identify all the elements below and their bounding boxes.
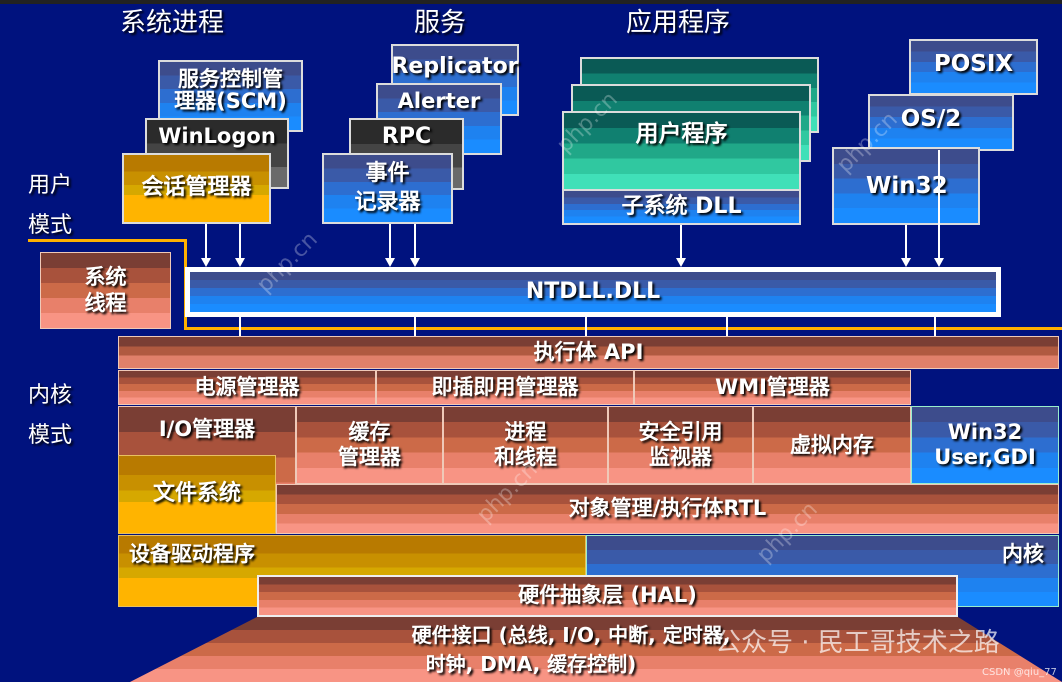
win32-subsystem-label: Win32 bbox=[866, 173, 948, 199]
ntdll-box: NTDLL.DLL bbox=[190, 272, 996, 312]
os2-box: OS/2 bbox=[868, 94, 1014, 151]
win32-user-gdi-line1: Win32 bbox=[947, 419, 1023, 444]
cache-manager-line1: 缓存 bbox=[348, 419, 391, 444]
connector bbox=[680, 225, 682, 260]
device-drivers-label: 设备驱动程序 bbox=[129, 542, 255, 566]
header-system-processes: 系统进程 bbox=[120, 8, 225, 38]
win32-subsystem-box: Win32 bbox=[832, 147, 980, 225]
mode-boundary-line bbox=[184, 327, 1062, 330]
object-manager-box: 对象管理/执行体RTL bbox=[276, 484, 1059, 534]
cache-manager-box: 缓存管理器 bbox=[296, 406, 443, 484]
virtual-memory-label: 虚拟内存 bbox=[790, 433, 874, 457]
top-bar bbox=[0, 0, 1062, 4]
arrow-down-icon bbox=[235, 258, 245, 267]
kernel-mode-line2: 模式 bbox=[28, 423, 73, 448]
connector bbox=[905, 225, 907, 260]
security-monitor-box: 安全引用监视器 bbox=[608, 406, 753, 484]
wmi-manager-label: WMI管理器 bbox=[715, 374, 830, 399]
user-mode-line1: 用户 bbox=[28, 173, 73, 198]
alerter-label: Alerter bbox=[397, 89, 481, 113]
subsystem-dll-label: 子系统 DLL bbox=[621, 193, 742, 219]
connector bbox=[414, 224, 416, 260]
scm-line2: 理器(SCM) bbox=[174, 89, 287, 114]
executive-api-box: 执行体 API bbox=[118, 336, 1059, 369]
arrow-down-icon bbox=[901, 258, 911, 267]
connector bbox=[934, 317, 936, 352]
rpc-label: RPC bbox=[381, 124, 432, 149]
mode-boundary-line bbox=[28, 239, 186, 242]
header-applications: 应用程序 bbox=[626, 8, 731, 38]
cache-manager-line2: 管理器 bbox=[338, 445, 401, 469]
arrow-down-icon bbox=[385, 258, 395, 267]
connector bbox=[414, 317, 416, 352]
power-manager-box: 电源管理器 bbox=[118, 370, 376, 405]
hal-box: 硬件抽象层 (HAL) bbox=[257, 575, 958, 617]
win32-user-gdi-line2: User,GDI bbox=[934, 445, 1036, 469]
ntdll-frame: NTDLL.DLL bbox=[185, 267, 1001, 317]
user-program-label: 用户程序 bbox=[635, 121, 728, 147]
pnp-manager-box: 即插即用管理器 bbox=[376, 370, 634, 405]
arrow-down-icon bbox=[410, 258, 420, 267]
os2-label: OS/2 bbox=[900, 106, 962, 132]
arrow-down-icon bbox=[934, 258, 944, 267]
connector bbox=[389, 224, 391, 260]
user-program-box: 用户程序 bbox=[562, 111, 801, 191]
hardware-interface-line2: 时钟, DMA, 缓存控制) bbox=[425, 652, 637, 676]
wmi-manager-box: WMI管理器 bbox=[634, 370, 911, 405]
virtual-memory-box: 虚拟内存 bbox=[753, 406, 911, 484]
process-thread-line1: 进程 bbox=[504, 419, 547, 444]
connector bbox=[239, 224, 241, 260]
session-manager-label: 会话管理器 bbox=[141, 175, 252, 201]
subsystem-dll-box: 子系统 DLL bbox=[562, 189, 801, 225]
scm-line1: 服务控制管 bbox=[177, 67, 283, 91]
hardware-interface-text: 硬件接口 (总线, I/O, 中断, 定时器, 时钟, DMA, 缓存控制) bbox=[0, 621, 1062, 679]
power-manager-label: 电源管理器 bbox=[194, 374, 300, 399]
system-threads-line2: 线程 bbox=[84, 290, 127, 315]
hardware-interface-line1: 硬件接口 (总线, I/O, 中断, 定时器, bbox=[411, 623, 731, 647]
arrow-down-icon bbox=[676, 258, 686, 267]
ntdll-label: NTDLL.DLL bbox=[525, 278, 661, 304]
system-threads-box: 系统线程 bbox=[40, 252, 171, 329]
object-manager-label: 对象管理/执行体RTL bbox=[568, 496, 767, 521]
hardware-interface-shape bbox=[130, 617, 1062, 682]
file-system-box: 文件系统 bbox=[118, 455, 276, 534]
user-mode-label: 用户 模式 bbox=[28, 166, 72, 246]
user-mode-line2: 模式 bbox=[28, 213, 73, 238]
event-logger-line2: 记录器 bbox=[354, 189, 421, 215]
arrow-down-icon bbox=[201, 258, 211, 267]
connector bbox=[726, 317, 728, 352]
connector bbox=[938, 150, 940, 260]
process-thread-line2: 和线程 bbox=[494, 445, 557, 469]
hal-label: 硬件抽象层 (HAL) bbox=[518, 583, 697, 608]
connector bbox=[205, 224, 207, 260]
posix-box: POSIX bbox=[909, 39, 1038, 95]
wechat-watermark: 公众号 · 民工哥技术之路 bbox=[715, 628, 1000, 658]
event-logger-box: 事件记录器 bbox=[322, 153, 453, 224]
process-thread-box: 进程和线程 bbox=[443, 406, 608, 484]
replicator-label: Replicator bbox=[391, 54, 519, 79]
security-monitor-line1: 安全引用 bbox=[638, 419, 723, 444]
csdn-watermark: CSDN @qiu_77 bbox=[982, 667, 1057, 678]
posix-label: POSIX bbox=[933, 51, 1014, 77]
kernel-mode-label: 内核 模式 bbox=[28, 376, 72, 456]
kernel-mode-line1: 内核 bbox=[28, 383, 73, 408]
connector bbox=[585, 317, 587, 352]
session-manager-box: 会话管理器 bbox=[122, 153, 271, 224]
file-system-label: 文件系统 bbox=[152, 481, 241, 507]
event-logger-line1: 事件 bbox=[365, 160, 410, 186]
connector bbox=[239, 317, 241, 352]
io-manager-label: I/O管理器 bbox=[158, 417, 256, 441]
kernel-label: 内核 bbox=[1002, 542, 1044, 566]
winlogon-label: WinLogon bbox=[158, 124, 276, 148]
security-monitor-line2: 监视器 bbox=[649, 445, 712, 469]
header-services: 服务 bbox=[414, 8, 467, 38]
system-threads-line1: 系统 bbox=[84, 265, 127, 290]
executive-api-label: 执行体 API bbox=[533, 339, 644, 364]
pnp-manager-label: 即插即用管理器 bbox=[431, 374, 579, 399]
